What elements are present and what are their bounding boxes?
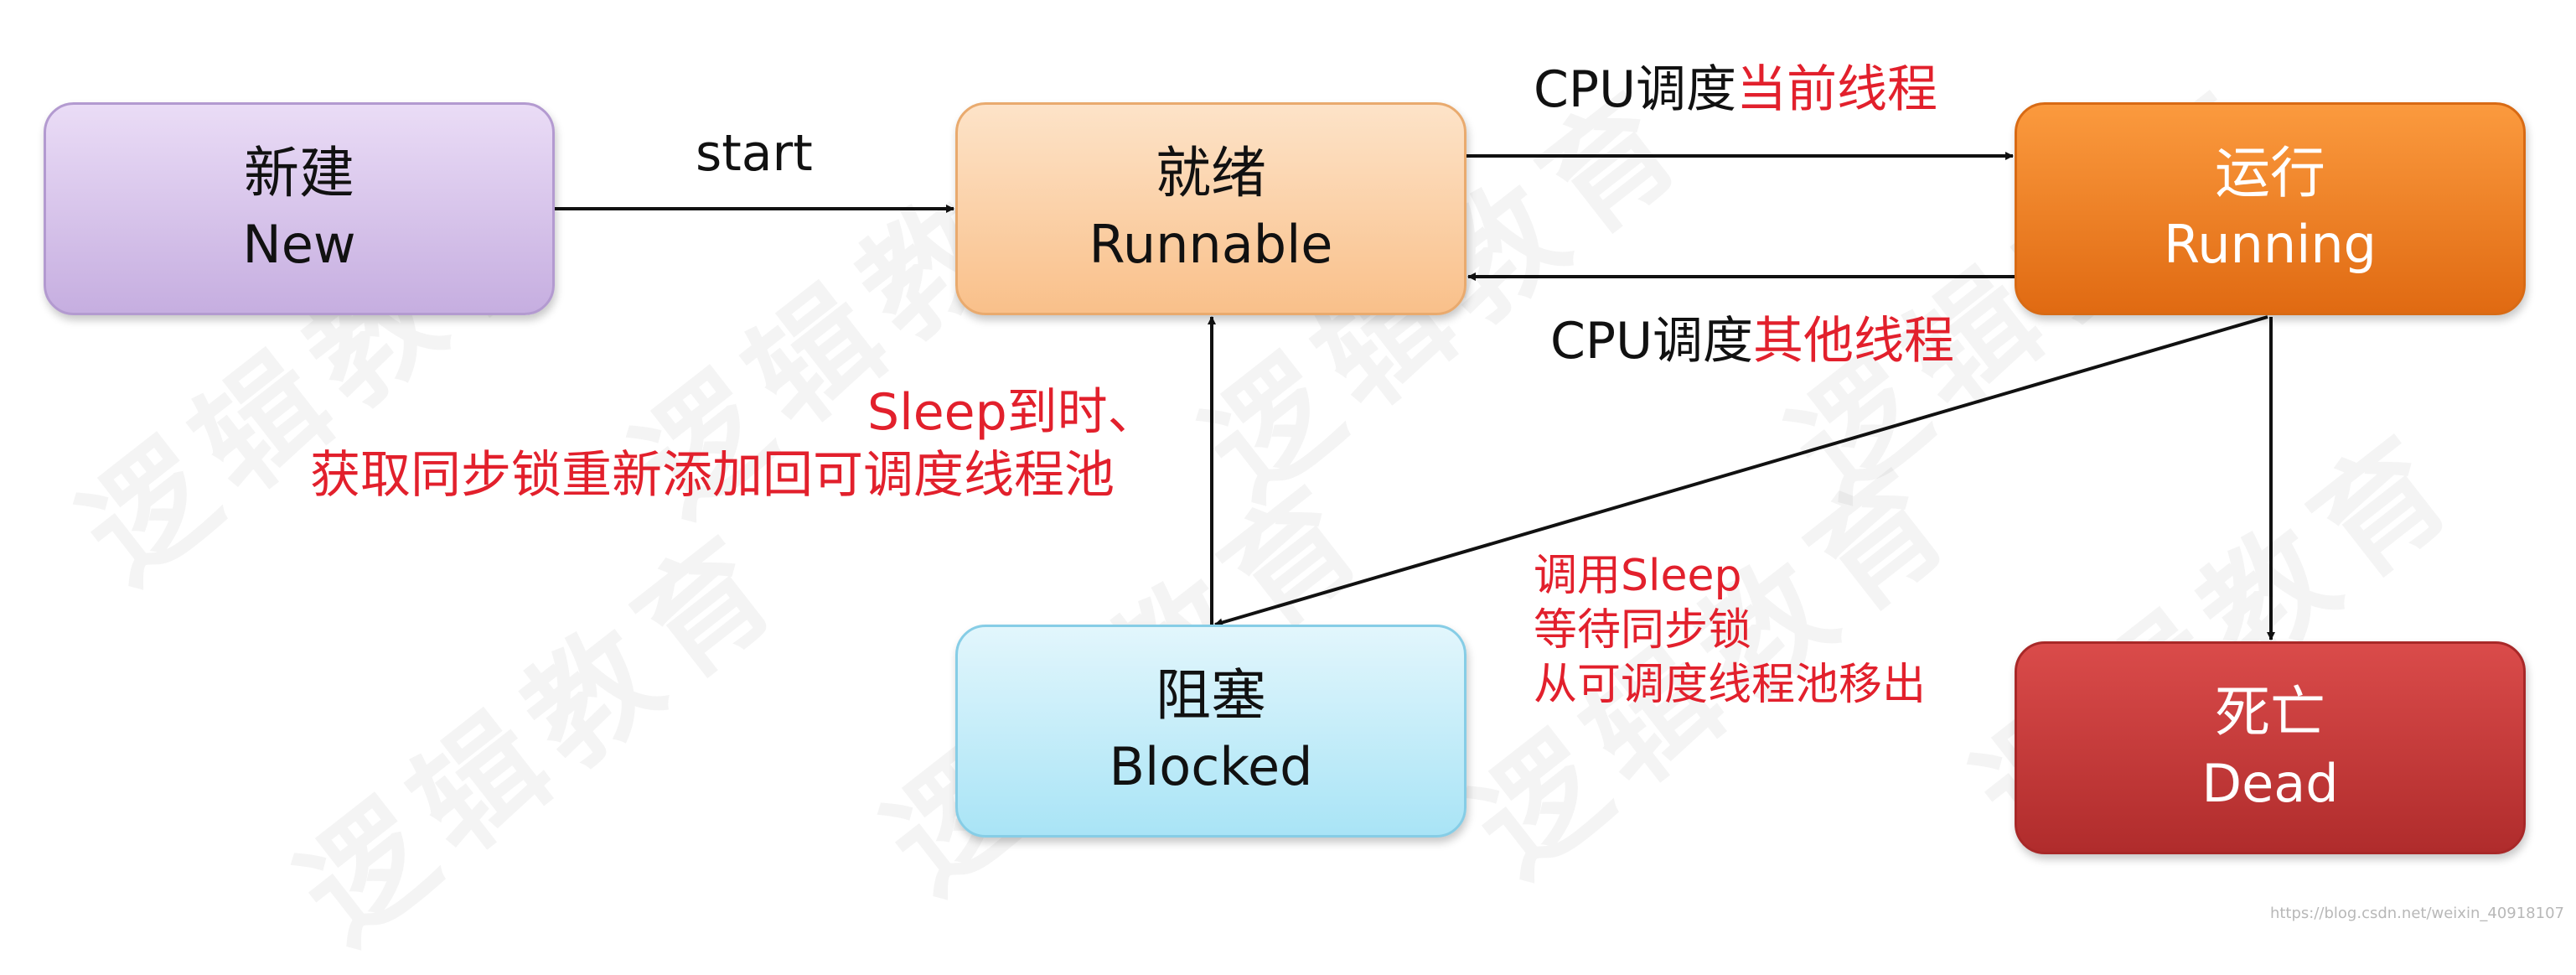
edge-label-prefix: CPU调度: [1534, 60, 1736, 119]
edge-label-cpu-current: CPU调度当前线程: [1534, 60, 1937, 119]
source-url: https://blog.csdn.net/weixin_40918107: [2269, 905, 2564, 922]
state-label-cn: 死亡: [2215, 680, 2325, 744]
edge-label-start: start: [696, 124, 813, 183]
edge-label-cpu-other: CPU调度其他线程: [1550, 312, 1954, 371]
state-label-en: Blocked: [1109, 736, 1313, 797]
state-node-running: 运行 Running: [2015, 102, 2526, 315]
state-label-cn: 就绪: [1156, 141, 1266, 205]
edge-label-sleep-return-line2: 获取同步锁重新添加回可调度线程池: [310, 446, 1115, 505]
edge-label-highlight: 其他线程: [1753, 312, 1954, 371]
state-label-cn: 阻塞: [1156, 663, 1266, 728]
edge-label-highlight: 当前线程: [1736, 60, 1937, 119]
transition-arrows: [555, 152, 2275, 640]
state-node-new: 新建 New: [44, 102, 555, 315]
edge-label-prefix: CPU调度: [1550, 312, 1753, 371]
edge-label-sleep-call-line2: 等待同步锁: [1534, 605, 1752, 656]
state-node-blocked: 阻塞 Blocked: [955, 625, 1466, 838]
edge-label-sleep-call-line3: 从可调度线程池移出: [1534, 660, 1927, 710]
state-label-en: Runnable: [1089, 214, 1333, 275]
arrow-running-to-blocked: [1214, 315, 2268, 627]
edge-label-sleep-return-line1: Sleep到时、: [867, 383, 1158, 442]
edge-label-sleep-call-line1: 调用Sleep: [1534, 551, 1742, 601]
state-label-en: Dead: [2201, 753, 2339, 814]
state-label-en: New: [242, 214, 356, 275]
state-node-dead: 死亡 Dead: [2015, 641, 2526, 854]
state-label-cn: 新建: [244, 141, 354, 205]
state-label-en: Running: [2163, 214, 2377, 275]
state-node-runnable: 就绪 Runnable: [955, 102, 1466, 315]
state-label-cn: 运行: [2215, 141, 2325, 205]
